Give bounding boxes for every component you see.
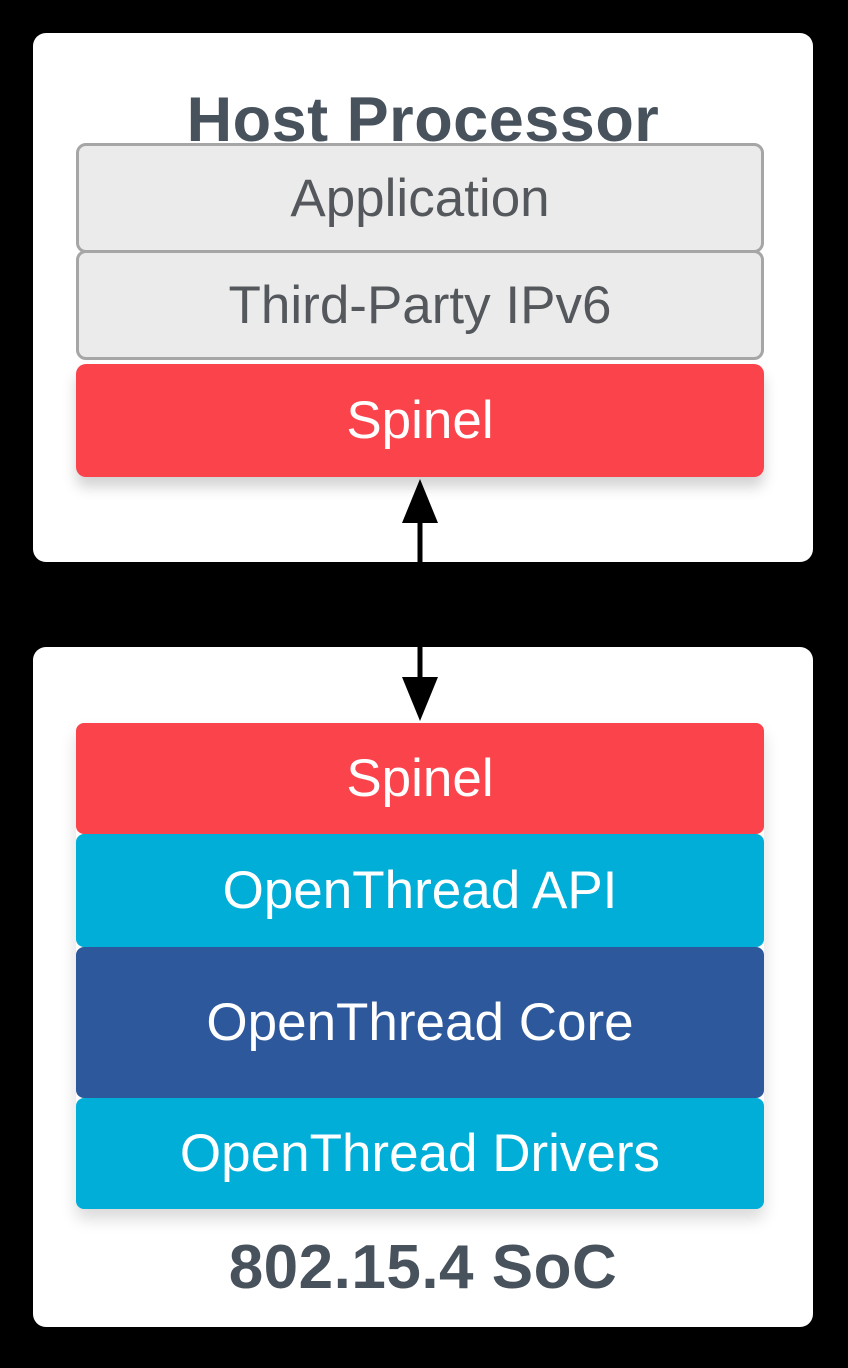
soc-layer-stack: Spinel OpenThread API OpenThread Core Op…	[76, 723, 764, 1209]
layer-spinel-host-label: Spinel	[346, 391, 494, 450]
layer-third-party-ipv6: Third-Party IPv6	[76, 250, 764, 360]
layer-openthread-core: OpenThread Core	[76, 947, 764, 1098]
layer-openthread-drivers: OpenThread Drivers	[76, 1098, 764, 1209]
layer-openthread-core-label: OpenThread Core	[206, 993, 634, 1052]
layer-application-label: Application	[290, 168, 550, 228]
host-processor-card: Host Processor Application Third-Party I…	[33, 33, 813, 562]
host-layer-stack: Application Third-Party IPv6 Spinel	[76, 143, 764, 477]
layer-spinel-soc: Spinel	[76, 723, 764, 834]
layer-application: Application	[76, 143, 764, 253]
soc-card: Spinel OpenThread API OpenThread Core Op…	[33, 647, 813, 1327]
layer-third-party-ipv6-label: Third-Party IPv6	[228, 275, 612, 335]
layer-openthread-api: OpenThread API	[76, 834, 764, 947]
bidirectional-arrow-icon	[402, 479, 438, 721]
host-card-title: Host Processor	[186, 85, 660, 155]
layer-openthread-drivers-label: OpenThread Drivers	[179, 1124, 661, 1183]
layer-spinel-soc-label: Spinel	[346, 749, 494, 808]
soc-card-title: 802.15.4 SoC	[228, 1233, 618, 1302]
layer-spinel-host: Spinel	[76, 364, 764, 477]
layer-openthread-api-label: OpenThread API	[222, 861, 618, 920]
